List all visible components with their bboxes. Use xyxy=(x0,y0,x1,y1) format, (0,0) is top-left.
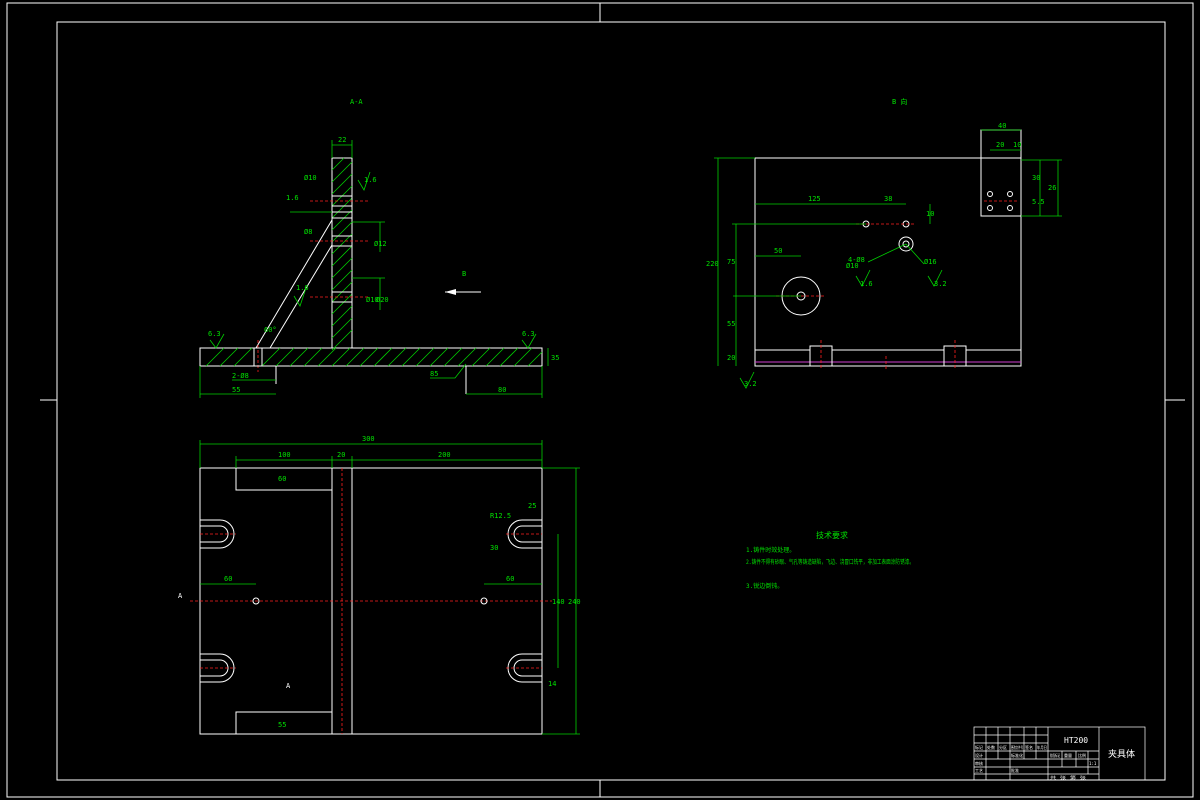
technical-notes: 技术要求 1.铸件时效处理。 2.铸件不得有砂眼、气孔等铸造缺陷，飞边、浇冒口铣… xyxy=(746,530,914,590)
dim-40: 40 xyxy=(998,122,1006,130)
title-material: HT200 xyxy=(1064,736,1088,745)
dim-220: 220 xyxy=(706,260,719,268)
tb-cell-3: 更改文件号 xyxy=(1011,744,1023,750)
dim-240: 240 xyxy=(568,598,581,606)
roughness-2: 1.6 xyxy=(296,284,309,292)
tb-cell-6: 设计 xyxy=(975,752,983,758)
dim-60b: 60 xyxy=(506,575,514,583)
view-arrow-label: B xyxy=(462,270,466,278)
rough-b-3: 3.2 xyxy=(744,380,757,388)
dim-20-b: 20 xyxy=(996,141,1004,149)
hole-dim-4: Ø10 xyxy=(366,296,379,304)
dim-300: 300 xyxy=(362,435,375,443)
view-b: B 向 40 20 10 3 xyxy=(706,97,1062,389)
plan-view: A A 300 100 20 200 60 60 60 R12.5 30 25 … xyxy=(178,435,581,735)
note-line-3: 3.锐边倒钝。 xyxy=(746,582,783,590)
tb-cell-5: 年月日 xyxy=(1037,744,1047,750)
rib-angle: 60° xyxy=(264,326,277,334)
roughness-4: 6.3 xyxy=(208,330,221,338)
dim-55-plan: 55 xyxy=(278,721,286,729)
tb-cell-4: 签名 xyxy=(1025,744,1033,750)
section-view-a-a: A-A xyxy=(199,98,559,398)
tb-cell-10: 比例 xyxy=(1078,752,1086,758)
dim-60a: 60 xyxy=(224,575,232,583)
hole-10: Ø10 xyxy=(846,262,859,270)
dim-r12-5: R12.5 xyxy=(490,512,511,520)
tb-cell-15: 1:1 xyxy=(1089,761,1097,766)
dim-140: 140 xyxy=(552,598,565,606)
section-mark-a-top: A xyxy=(178,592,183,600)
roughness-1: 1.6 xyxy=(364,176,377,184)
section-label: A-A xyxy=(350,98,363,106)
note-line-2: 2.铸件不得有砂眼、气孔等铸造缺陷，飞边、浇冒口铣平，非加工表面涂防锈漆。 xyxy=(746,558,914,566)
dim-75: 75 xyxy=(727,258,735,266)
hole-dim-5: Ø20 xyxy=(376,296,389,304)
hole-16: Ø16 xyxy=(924,258,937,266)
tb-cell-11: 审核 xyxy=(975,760,983,766)
tb-cell-8: 阶段标记 xyxy=(1050,752,1060,758)
view-b-label: B 向 xyxy=(892,97,907,106)
dim-38: 38 xyxy=(884,195,892,203)
tb-cell-9: 重量 xyxy=(1064,752,1072,758)
dim-14: 14 xyxy=(548,680,556,688)
tb-cell-1: 处数 xyxy=(987,744,995,750)
dim-55-b: 55 xyxy=(727,320,735,328)
tb-cell-0: 标记 xyxy=(975,744,983,750)
dim-2-holes: 2-Ø8 xyxy=(232,372,249,380)
sheet-inner-border xyxy=(56,21,1166,781)
dim-10-b: 10 xyxy=(1013,141,1021,149)
section-mark-a-bottom: A xyxy=(286,682,291,690)
dim-55: 55 xyxy=(232,386,240,394)
dim-200: 200 xyxy=(438,451,451,459)
sheet-outer-border xyxy=(6,2,1194,798)
tb-cell-7: 标准化 xyxy=(1011,752,1023,758)
dim-50: 50 xyxy=(774,247,782,255)
tb-cell-13: 批准 xyxy=(1011,767,1019,773)
title-block: HT200 夹具体 标记 处数 分区 更改文件号 签名 年月日 设计 标准化 阶… xyxy=(973,726,1146,781)
tb-cell-12: 工艺 xyxy=(975,768,983,773)
hole-dim-3: Ø12 xyxy=(374,240,387,248)
dim-20-b2: 20 xyxy=(727,354,735,362)
roughness-5: 6.3 xyxy=(522,330,535,338)
dim-26-b: 26 xyxy=(1048,184,1056,192)
dim-80: 80 xyxy=(498,386,506,394)
dim-60c: 60 xyxy=(278,475,286,483)
notes-title: 技术要求 xyxy=(816,530,848,540)
roughness-3: 1.6 xyxy=(286,194,299,202)
dim-100: 100 xyxy=(278,451,291,459)
dim-85: 85 xyxy=(430,370,438,378)
dim-22: 22 xyxy=(338,136,346,144)
dim-20: 20 xyxy=(337,451,345,459)
dim-35: 35 xyxy=(551,354,559,362)
dim-30-b: 30 xyxy=(1032,174,1040,182)
hole-dim-1: Ø10 xyxy=(304,174,317,182)
title-part-name: 夹具体 xyxy=(1108,748,1135,760)
rough-b-1: 1.6 xyxy=(860,280,873,288)
note-line-1: 1.铸件时效处理。 xyxy=(746,546,795,554)
tb-cell-14: 共 张 第 张 xyxy=(1050,774,1086,780)
rough-b-2: 3.2 xyxy=(934,280,947,288)
hole-dim-2: Ø8 xyxy=(304,228,312,236)
dim-30: 30 xyxy=(490,544,498,552)
tb-cell-2: 分区 xyxy=(999,744,1007,750)
dim-10-b2: 10 xyxy=(926,210,934,218)
dim-125: 125 xyxy=(808,195,821,203)
dim-25: 25 xyxy=(528,502,536,510)
dim-5-5: 5.5 xyxy=(1032,198,1045,206)
hole-4x8: 4-Ø8 xyxy=(848,256,865,264)
